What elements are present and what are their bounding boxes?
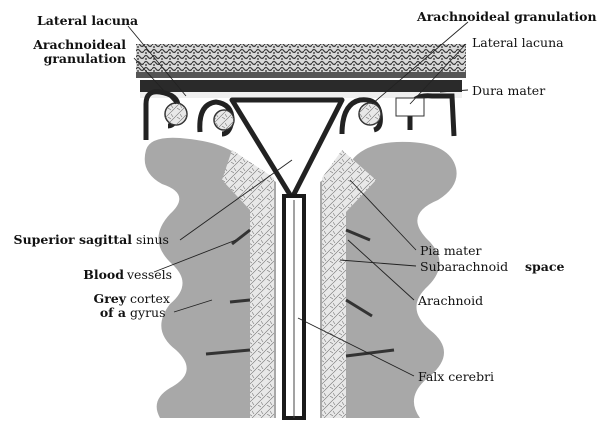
label-blood-vessels-line1: Blood	[60, 268, 124, 281]
label-subarachnoid-line2: space	[525, 260, 564, 273]
label-blood-vessels-line2: vessels	[127, 268, 172, 281]
label-grey-cortex-line2: cortex	[130, 292, 170, 305]
label-gyrus-line1: of a	[60, 306, 126, 319]
label-pia-mater: Pia mater	[420, 244, 482, 257]
label-falx-cerebri: Falx cerebri	[418, 370, 494, 383]
label-arachnoideal-granulation-left-line1: Arachnoideal	[30, 38, 126, 51]
right-lateral-lacuna-cavity	[396, 98, 424, 116]
label-grey-cortex-line1: Grey	[60, 292, 126, 305]
label-superior-sagittal-line1: Superior sagittal	[4, 233, 132, 246]
label-arachnoideal-granulation-left-line2: granulation	[30, 52, 126, 65]
label-arachnoideal-granulation-right: Arachnoideal granulation	[417, 10, 597, 23]
label-lateral-lacuna-left: Lateral lacuna	[37, 14, 138, 27]
dura-mater-shape	[140, 80, 462, 92]
label-lateral-lacuna-right: Lateral lacuna	[472, 36, 564, 49]
label-subarachnoid-line1: Subarachnoid	[420, 260, 508, 273]
label-gyrus-line2: gyrus	[130, 306, 166, 319]
label-superior-sagittal-line2: sinus	[136, 233, 169, 246]
label-dura-mater: Dura mater	[472, 84, 545, 97]
label-arachnoid: Arachnoid	[418, 294, 483, 307]
